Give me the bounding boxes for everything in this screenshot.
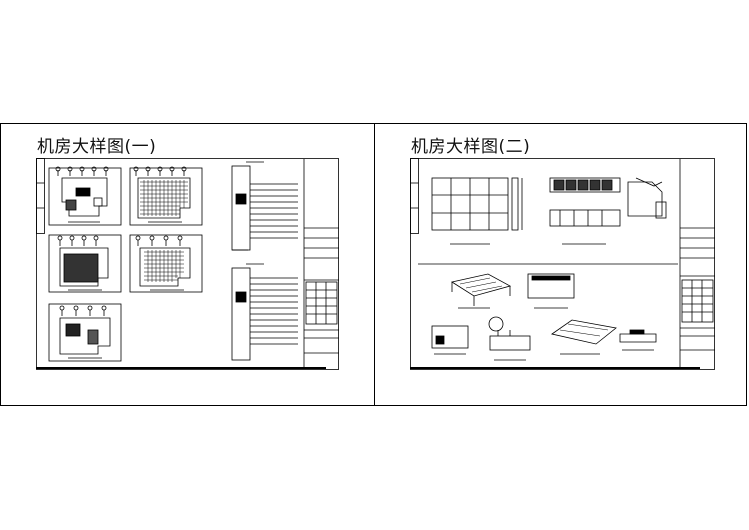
floor-plan-5 <box>48 303 122 362</box>
wall-elevation <box>431 177 523 245</box>
section-detail-1 <box>627 177 667 219</box>
sheet-title-2: 机房大样图(二) <box>411 137 531 157</box>
floor-plan-3 <box>48 234 122 293</box>
left-margin-strip <box>36 158 45 234</box>
title-block <box>679 159 715 369</box>
sheet-border <box>36 158 339 370</box>
sheet-title-1: 机房大样图(一) <box>37 137 157 157</box>
raised-floor-detail <box>450 273 512 309</box>
grounding-detail <box>488 316 531 361</box>
title-block <box>303 159 339 369</box>
floor-plan-2 <box>129 166 203 226</box>
cabinet-elevation <box>549 177 621 245</box>
drawing-frame <box>0 123 747 406</box>
system-diagram-1 <box>231 161 298 251</box>
sheet-border <box>410 158 715 370</box>
left-margin-strip <box>410 158 419 234</box>
floor-plan-4 <box>129 234 203 293</box>
sheet-divider <box>374 123 375 406</box>
cable-tray-detail <box>431 325 469 355</box>
floor-support-detail <box>551 319 617 355</box>
system-diagram-2 <box>231 263 298 361</box>
equipment-base-detail <box>619 329 657 351</box>
drawing-sheet-1 <box>36 158 339 370</box>
drawing-sheet-2 <box>410 158 715 370</box>
section-detail-2 <box>527 273 575 309</box>
floor-plan-1 <box>48 166 122 226</box>
